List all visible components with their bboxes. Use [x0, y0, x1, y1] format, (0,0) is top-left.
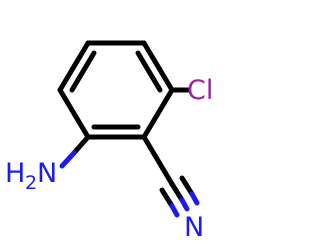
ring-bond-c6-c1 — [57, 40, 91, 93]
triple-bond-line-2-n — [169, 203, 180, 218]
triple-bond-line-1-n — [179, 197, 190, 212]
structure-diagram: Cl H 2 N N — [5, 40, 213, 243]
amine-n-label: N — [37, 158, 57, 189]
amine-h-label: H — [5, 158, 25, 189]
triple-bond-line-3-c — [179, 175, 195, 197]
triple-bond-line-3-n — [189, 191, 200, 206]
ring-bond-c2-c3 — [141, 40, 175, 93]
triple-bond-line-2-c — [159, 187, 175, 209]
ring-bond-c5-c6 — [57, 87, 91, 140]
bond-c4-nitrile-carbon — [141, 134, 175, 187]
bond-c5-amine-c-part — [71, 134, 91, 156]
ring-double-bond-c6-c1 — [69, 50, 97, 93]
triple-bond-line-1-c — [169, 181, 185, 203]
ring-bond-c3-c4 — [141, 87, 175, 140]
ring-double-bond-c2-c3 — [135, 50, 163, 93]
amine-subscript-label: 2 — [25, 172, 37, 194]
bond-c5-amine-n-part — [59, 150, 77, 169]
molecule-svg: Cl H 2 N N — [5, 40, 213, 243]
nitrile-n-label: N — [184, 212, 204, 243]
chlorine-label: Cl — [187, 75, 213, 106]
